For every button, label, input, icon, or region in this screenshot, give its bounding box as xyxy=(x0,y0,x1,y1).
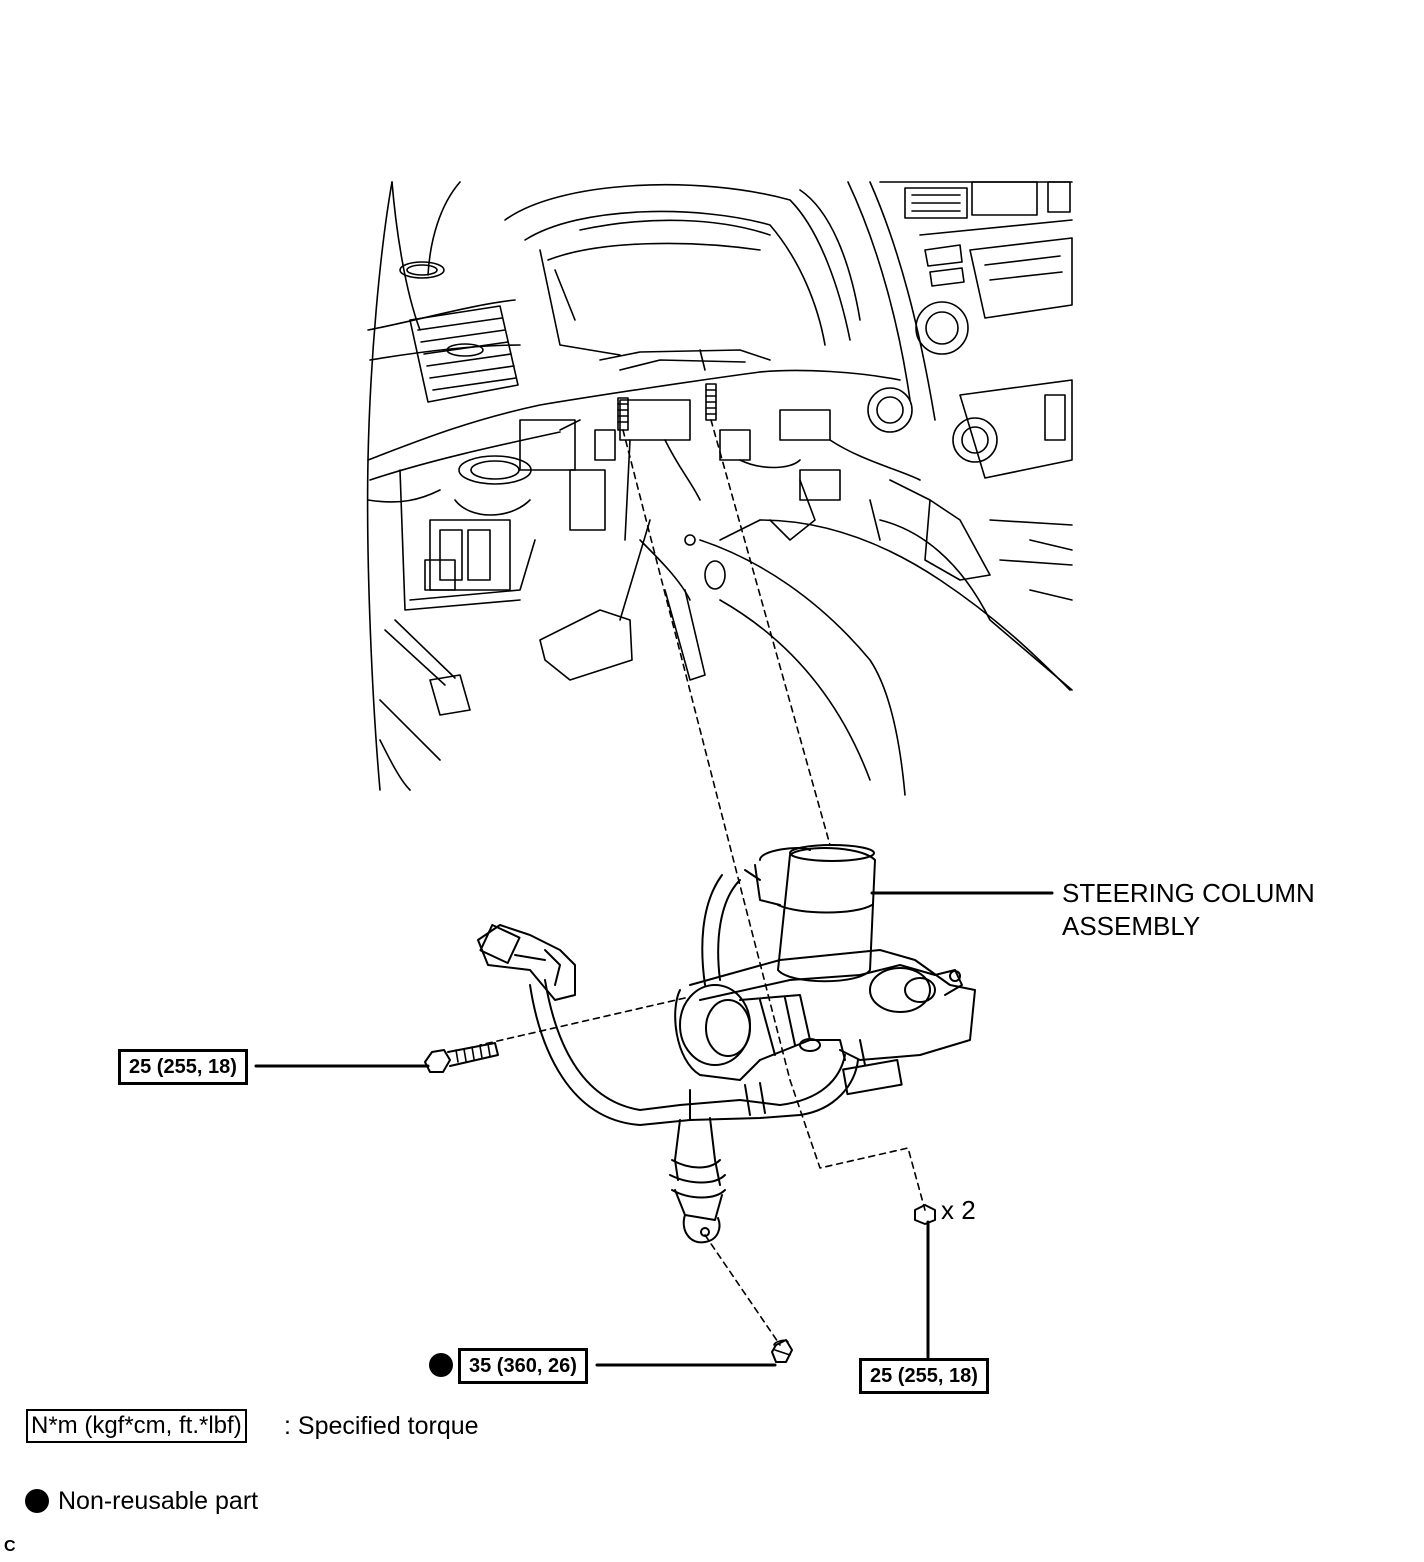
leader-lines xyxy=(254,891,1054,1367)
column-bolt xyxy=(424,1042,499,1073)
torque-spec-lower-bolt: 35 (360, 26) xyxy=(458,1348,588,1384)
legend-non-reusable-description: Non-reusable part xyxy=(58,1487,259,1515)
legend-torque-box: N*m (kgf*cm, ft.*lbf) xyxy=(26,1409,247,1443)
steering-nut xyxy=(914,1204,936,1225)
torque-spec-column-bolt: 25 (255, 18) xyxy=(118,1049,248,1085)
legend-non-reusable-icon xyxy=(25,1489,49,1513)
legend-torque-description: : Specified torque xyxy=(284,1412,479,1440)
torque-spec-nuts: 25 (255, 18) xyxy=(859,1358,989,1394)
instrument-panel-drawing xyxy=(366,181,1073,796)
steering-column-assembly-drawing xyxy=(477,844,976,1244)
quantity-label: x 2 xyxy=(941,1195,976,1225)
lower-bolt xyxy=(771,1339,793,1363)
figure-code: C xyxy=(4,1538,16,1555)
non-reusable-marker-icon xyxy=(429,1353,453,1377)
alignment-guide-lines xyxy=(479,419,926,1346)
steering-column-assembly-label: STEERING COLUMN ASSEMBLY xyxy=(1062,878,1315,941)
